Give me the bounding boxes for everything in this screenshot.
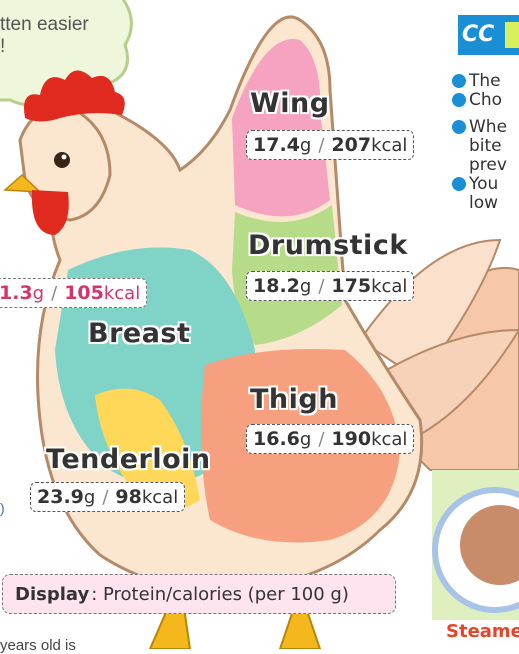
bottom-note: years old is [0, 637, 76, 654]
list-item: The [452, 72, 519, 91]
calories-unit: kcal [371, 135, 407, 156]
list-item-text: Cho [469, 90, 502, 110]
separator: / [51, 283, 57, 304]
protein-unit: g [33, 283, 44, 304]
bullet-icon [452, 74, 466, 88]
panel-header-text: CC [462, 22, 494, 47]
protein-unit: g [300, 429, 311, 450]
wing-protein: 17.4 [253, 134, 300, 156]
list-item-text: low [469, 193, 498, 213]
breast-protein: 1.3 [0, 282, 33, 304]
breast-title: Breast [88, 318, 190, 349]
cloud-text: tten easier ! [0, 14, 110, 58]
bullet-icon [452, 120, 466, 134]
calories-unit: kcal [371, 429, 407, 450]
list-item: Cho [452, 91, 519, 110]
display-legend: Display : Protein/calories (per 100 g) [2, 574, 396, 614]
list-item: Whe bite prev [452, 118, 519, 175]
drumstick-calories: 175 [331, 275, 371, 297]
list-item-text: The [469, 71, 501, 91]
list-item: You low [452, 175, 519, 213]
tenderloin-protein: 23.9 [37, 486, 84, 508]
breast-calories: 105 [64, 282, 104, 304]
display-text: : Protein/calories (per 100 g) [91, 584, 349, 605]
protein-unit: g [84, 487, 95, 508]
side-note-fragment: ) [0, 500, 5, 516]
bullet-icon [452, 93, 466, 107]
wing-title: Wing [250, 88, 330, 119]
steamed-dish-image [432, 470, 519, 620]
protein-unit: g [300, 276, 311, 297]
drumstick-protein: 18.2 [253, 275, 300, 297]
steamed-caption: Steame [446, 621, 519, 642]
eye [54, 152, 70, 168]
tenderloin-title: Tenderloin [46, 444, 211, 475]
thigh-title: Thigh [250, 384, 338, 415]
list-item-text: Whe [469, 117, 507, 137]
separator: / [318, 429, 324, 450]
display-label: Display [15, 584, 89, 605]
list-item-text: prev [469, 155, 507, 175]
right-panel-list: The Cho Whe bite prev You low [452, 72, 519, 213]
list-item-text: You [469, 174, 498, 194]
separator: / [102, 487, 108, 508]
wing-calories: 207 [331, 134, 371, 156]
separator: / [318, 276, 324, 297]
thigh-protein: 16.6 [253, 428, 300, 450]
protein-unit: g [300, 135, 311, 156]
calories-unit: kcal [371, 276, 407, 297]
drumstick-title: Drumstick [248, 230, 408, 261]
thigh-calories: 190 [331, 428, 371, 450]
list-item-text: bite [469, 136, 502, 156]
tenderloin-calories: 98 [115, 486, 141, 508]
bullet-icon [452, 177, 466, 191]
calories-unit: kcal [142, 487, 178, 508]
calories-unit: kcal [104, 283, 140, 304]
separator: / [318, 135, 324, 156]
